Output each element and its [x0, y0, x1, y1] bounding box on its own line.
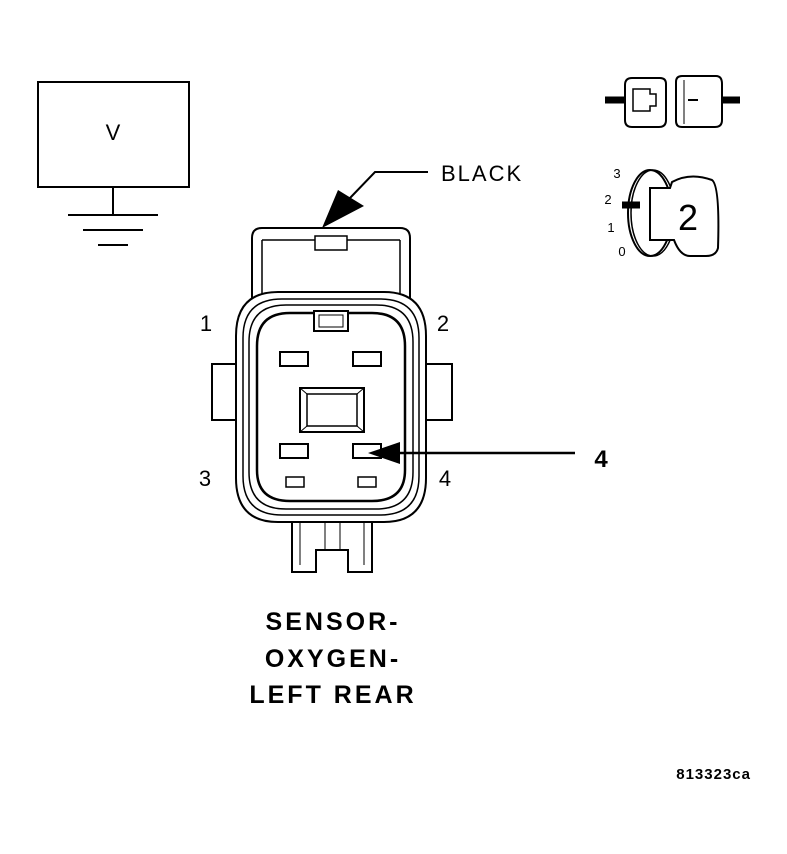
- terminal-cavity-2: [352, 351, 382, 367]
- caption-line-1: SENSOR-: [266, 608, 401, 636]
- voltmeter-label: V: [106, 120, 121, 145]
- key-position-3: 3: [613, 166, 620, 181]
- key-selected-position: 2: [678, 197, 698, 238]
- ignition-key-icon: 3 2 1 0 2: [604, 166, 720, 259]
- connector-halves-icon: [605, 75, 740, 128]
- diagram-caption: SENSOR- OXYGEN- LEFT REAR: [249, 608, 416, 709]
- callout-number: 4: [594, 446, 608, 473]
- terminal-cavity-1: [279, 351, 309, 367]
- caption-line-2: OXYGEN-: [265, 645, 401, 673]
- figure-reference-id: 813323ca: [676, 766, 751, 783]
- key-position-2: 2: [604, 192, 611, 207]
- connector-color-label: BLACK: [441, 161, 523, 186]
- cavity-callout: 4: [368, 442, 608, 473]
- key-position-1: 1: [607, 220, 614, 235]
- terminal-cavity-3: [279, 443, 309, 459]
- key-position-0: 0: [618, 244, 625, 259]
- pin-label-2: 2: [437, 311, 449, 336]
- ground-icon: [68, 214, 158, 246]
- pin-label-1: 1: [200, 311, 212, 336]
- pin-label-3: 3: [199, 466, 211, 491]
- pin-label-4: 4: [439, 466, 451, 491]
- connector-color-leader: BLACK: [322, 161, 523, 228]
- caption-line-3: LEFT REAR: [249, 681, 416, 709]
- voltmeter-symbol: V: [37, 81, 190, 246]
- connector-body: [211, 227, 453, 573]
